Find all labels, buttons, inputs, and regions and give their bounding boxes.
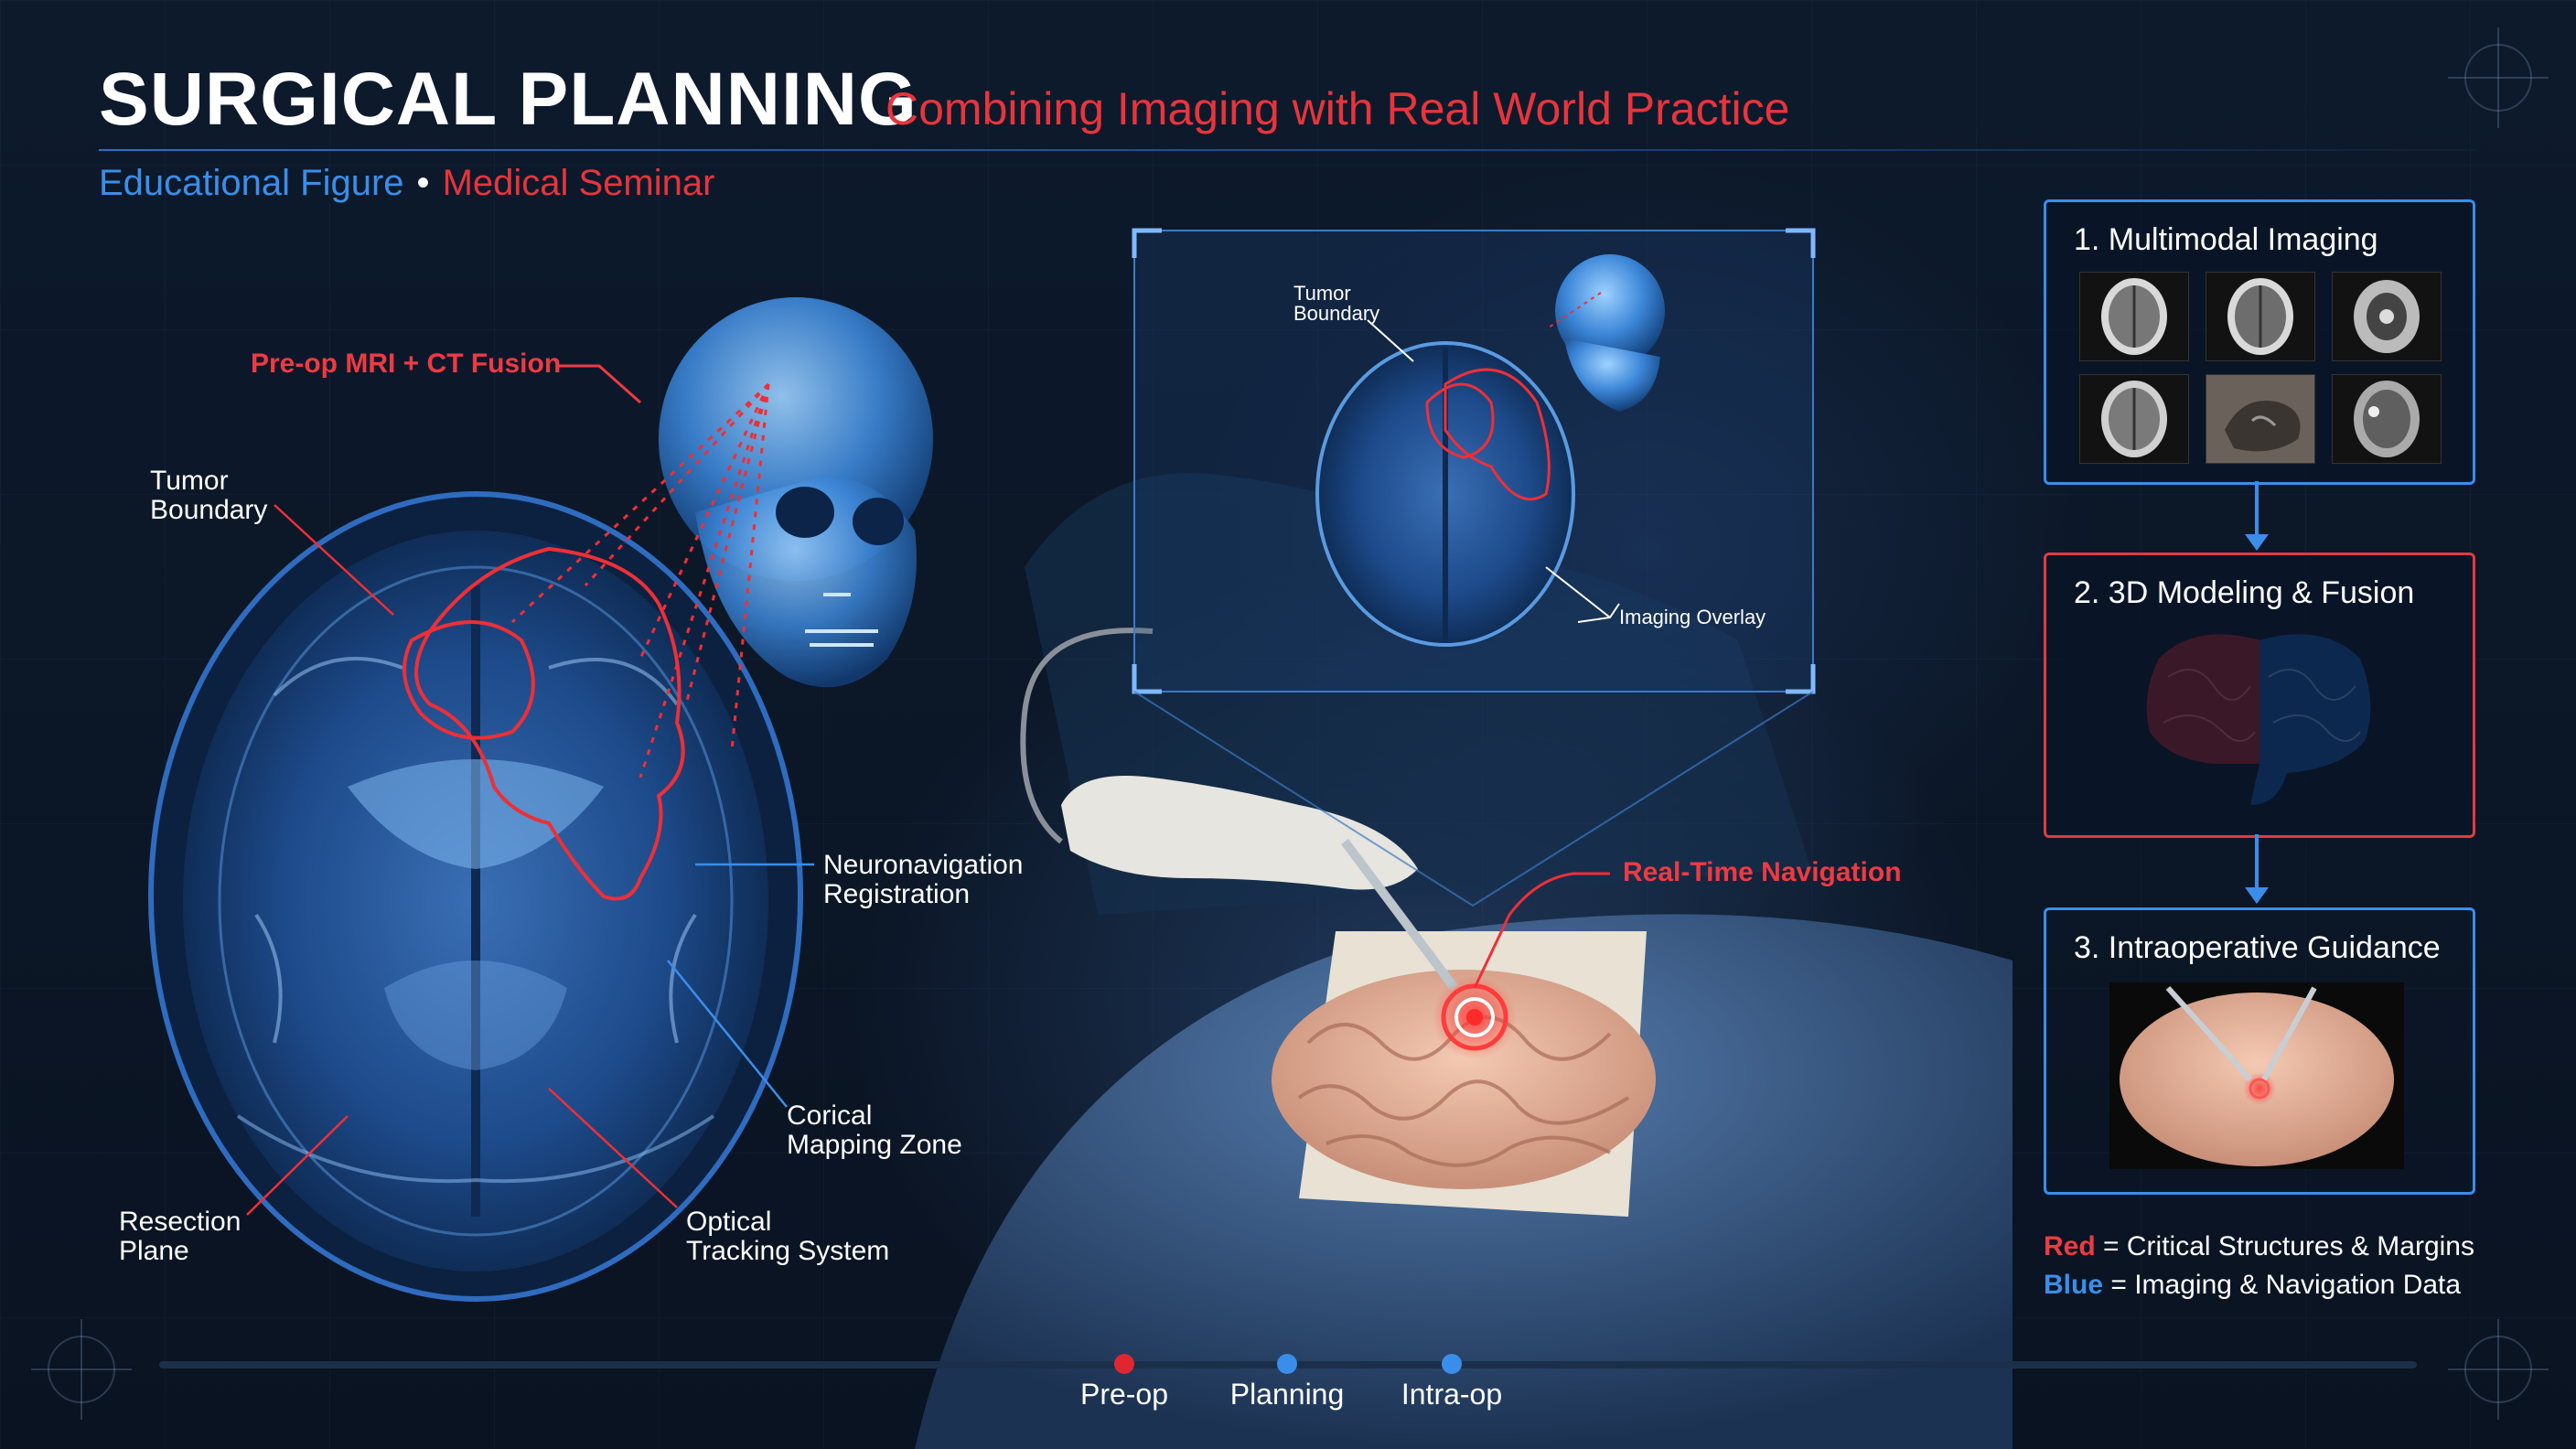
label-optical-line2: Tracking System bbox=[686, 1236, 890, 1266]
title-divider bbox=[99, 149, 2477, 151]
label-overlay-tumor-line1: Tumor bbox=[1293, 282, 1351, 305]
timeline-label-intraop: Intra-op bbox=[1401, 1378, 1503, 1411]
timeline-label-planning: Planning bbox=[1229, 1378, 1345, 1411]
label-tumor-line1: Tumor bbox=[150, 466, 229, 496]
step-multimodal-imaging: 1. Multimodal Imaging bbox=[2044, 199, 2475, 485]
legend-blue-word: Blue bbox=[2044, 1270, 2104, 1300]
legend-red-text: = Critical Structures & Margins bbox=[2095, 1231, 2474, 1261]
mri-axial-slice bbox=[148, 491, 803, 1302]
timeline-dot-preop bbox=[1114, 1354, 1134, 1374]
legend-red: Red = Critical Structures & Margins bbox=[2044, 1231, 2474, 1262]
arrow-down-icon bbox=[2245, 481, 2269, 551]
label-resection-line1: Resection bbox=[119, 1207, 242, 1237]
mri-thumbnail bbox=[2079, 374, 2189, 464]
corner-crosshair-icon bbox=[2448, 27, 2549, 128]
arrow-down-icon bbox=[2245, 834, 2269, 904]
mri-thumbnail bbox=[2079, 272, 2189, 361]
mri-thumbnail bbox=[2332, 374, 2442, 464]
fusion-leader-line bbox=[556, 364, 641, 404]
tagline: Educational Figure • Medical Seminar bbox=[99, 163, 714, 204]
label-mri-ct-fusion: Pre-op MRI + CT Fusion bbox=[251, 349, 562, 379]
left-leader-lines bbox=[246, 504, 678, 1216]
label-overlay-tumor: Tumor Boundary bbox=[1293, 284, 1379, 324]
label-realtime-navigation: Real-Time Navigation bbox=[1623, 857, 1902, 887]
mri-thumbnail bbox=[2206, 374, 2315, 464]
timeline-label-preop: Pre-op bbox=[1079, 1378, 1169, 1411]
skull-3d-model bbox=[510, 297, 933, 778]
step-intraop-guidance: 3. Intraoperative Guidance bbox=[2044, 907, 2475, 1195]
step-3-title: 3. Intraoperative Guidance bbox=[2074, 930, 2441, 965]
step-2-title: 2. 3D Modeling & Fusion bbox=[2074, 575, 2415, 610]
legend-red-word: Red bbox=[2044, 1231, 2096, 1261]
surgery-scene bbox=[915, 473, 2012, 1449]
label-tumor-line2: Boundary bbox=[150, 495, 268, 525]
label-neuronav-line1: Neuronavigation bbox=[823, 850, 1024, 880]
page-title: SURGICAL PLANNING bbox=[99, 58, 918, 141]
label-neuronavigation: Neuronavigation Registration bbox=[823, 851, 1023, 909]
label-tumor-boundary: Tumor Boundary bbox=[150, 467, 267, 525]
intraop-view bbox=[2109, 982, 2404, 1169]
imaging-overlay-panel bbox=[1132, 228, 1816, 907]
label-overlay-tumor-line2: Boundary bbox=[1293, 302, 1380, 325]
page-subtitle: Combining Imaging with Real World Practi… bbox=[886, 83, 1790, 134]
mri-thumbnail bbox=[2206, 272, 2315, 361]
corner-crosshair-icon bbox=[31, 1319, 132, 1420]
timeline-dot-intraop bbox=[1442, 1354, 1462, 1374]
label-cortical-mapping: Corical Mapping Zone bbox=[787, 1101, 962, 1160]
label-resection-plane: Resection Plane bbox=[119, 1208, 241, 1266]
label-imaging-overlay: Imaging Overlay bbox=[1619, 606, 1766, 628]
tag-seminar: Medical Seminar bbox=[442, 163, 715, 203]
label-resection-line2: Plane bbox=[119, 1236, 189, 1266]
label-optical-tracking: Optical Tracking System bbox=[686, 1208, 889, 1266]
step-1-title: 1. Multimodal Imaging bbox=[2074, 222, 2378, 257]
label-cortical-line2: Mapping Zone bbox=[787, 1130, 962, 1160]
tag-educational: Educational Figure bbox=[99, 163, 404, 203]
label-neuronav-line2: Registration bbox=[823, 879, 971, 909]
step-3d-modeling: 2. 3D Modeling & Fusion bbox=[2044, 553, 2475, 838]
legend-blue-text: = Imaging & Navigation Data bbox=[2103, 1270, 2462, 1300]
label-optical-line1: Optical bbox=[686, 1207, 772, 1237]
corner-crosshair-icon bbox=[2448, 1319, 2549, 1420]
timeline-dot-planning bbox=[1277, 1354, 1297, 1374]
mri-thumbnail bbox=[2332, 272, 2442, 361]
label-cortical-line1: Corical bbox=[787, 1100, 873, 1131]
tag-separator: • bbox=[416, 163, 430, 203]
legend-blue: Blue = Imaging & Navigation Data bbox=[2044, 1270, 2461, 1301]
